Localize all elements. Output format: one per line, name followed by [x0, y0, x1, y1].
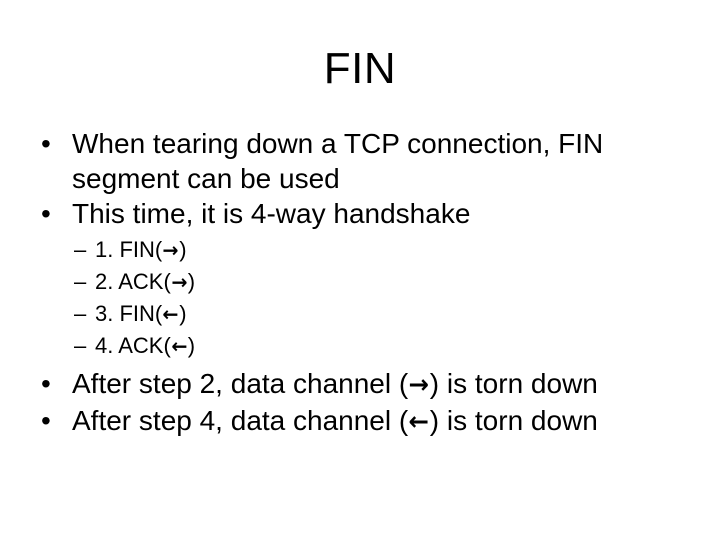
- sub-step-1-suffix: ): [179, 237, 187, 262]
- bullet-teardown-text: When tearing down a TCP connection, FIN …: [72, 128, 604, 194]
- sub-step-4-prefix: 4. ACK(: [95, 333, 171, 358]
- bullet-after-step-2-prefix: After step 2, data channel (: [72, 368, 409, 399]
- arrow-right-icon: →: [171, 270, 188, 294]
- bullet-after-step-2-suffix: ) is torn down: [429, 368, 598, 399]
- sub-step-2-suffix: ): [187, 269, 196, 294]
- arrow-right-icon: →: [162, 238, 179, 262]
- bullet-after-step-4-suffix: ) is torn down: [429, 405, 598, 436]
- bullet-after-step-4-prefix: After step 4, data channel (: [72, 405, 409, 436]
- bullet-teardown: • When tearing down a TCP connection, FI…: [36, 126, 684, 196]
- dash-marker-icon: –: [74, 237, 87, 262]
- slide-body: • When tearing down a TCP connection, FI…: [36, 126, 684, 440]
- bullet-dot-icon: •: [41, 128, 51, 159]
- dash-marker-icon: –: [74, 269, 87, 294]
- arrow-left-icon: ←: [162, 302, 179, 326]
- dash-marker-icon: –: [74, 333, 87, 358]
- sub-step-4: – 4. ACK(←): [36, 330, 684, 362]
- dash-marker-icon: –: [74, 301, 87, 326]
- sub-step-3-prefix: 3. FIN(: [95, 301, 163, 326]
- arrow-left-icon: ←: [408, 407, 430, 437]
- arrow-left-icon: ←: [171, 334, 188, 358]
- sub-step-3: – 3. FIN(←): [36, 298, 684, 330]
- handshake-step-list: – 1. FIN(→) – 2. ACK(→) – 3. FIN(←) – 4.…: [36, 234, 684, 362]
- sub-step-1-prefix: 1. FIN(: [95, 237, 163, 262]
- slide-title: FIN: [323, 44, 397, 93]
- bullet-after-step-2: • After step 2, data channel (→) is torn…: [36, 366, 684, 403]
- sub-step-4-suffix: ): [187, 333, 196, 358]
- bullet-dot-icon: •: [41, 368, 51, 399]
- bullet-after-step-4: • After step 4, data channel (←) is torn…: [36, 403, 684, 440]
- bullet-dot-icon: •: [41, 198, 51, 229]
- sub-step-1: – 1. FIN(→): [36, 234, 684, 266]
- sub-step-2-prefix: 2. ACK(: [95, 269, 171, 294]
- bullet-handshake: • This time, it is 4-way handshake: [36, 196, 684, 231]
- bullet-handshake-text: This time, it is 4-way handshake: [72, 198, 471, 229]
- arrow-right-icon: →: [408, 370, 430, 400]
- sub-step-3-suffix: ): [179, 301, 187, 326]
- bullet-dot-icon: •: [41, 405, 51, 436]
- sub-step-2: – 2. ACK(→): [36, 266, 684, 298]
